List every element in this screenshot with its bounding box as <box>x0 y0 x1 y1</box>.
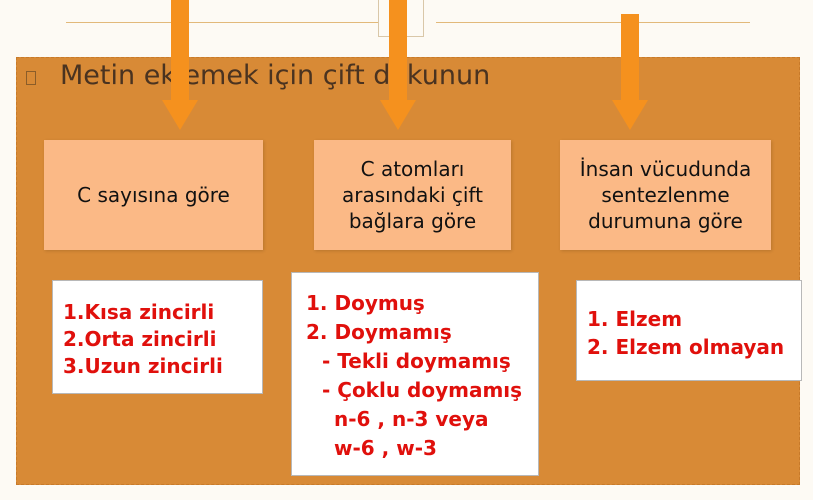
list-item: - Çoklu doymamış <box>322 378 523 402</box>
category-line: İnsan vücudunda <box>579 157 752 181</box>
category-line: C sayısına göre <box>77 183 230 207</box>
arrow-down-icon[interactable] <box>380 0 416 132</box>
category-box-synthesis[interactable]: İnsan vücudunda sentezlenme durumuna gör… <box>560 140 771 250</box>
list-item: 2. Elzem olmayan <box>587 335 785 359</box>
list-item: w-6 , w-3 <box>334 436 437 460</box>
top-right-rule <box>436 22 750 23</box>
list-item: 1. Elzem <box>587 307 683 331</box>
square-bullet-icon <box>26 71 36 85</box>
category-line: sentezlenme <box>601 183 730 207</box>
category-line: C atomları <box>360 157 465 181</box>
category-line: arasındaki çift <box>342 183 483 207</box>
arrow-down-icon[interactable] <box>612 14 648 132</box>
placeholder-prompt[interactable]: Metin eklemek için çift dokunun <box>60 60 491 91</box>
list-item: 2.Orta zincirli <box>63 327 217 351</box>
list-box-essential[interactable]: 1. Elzem 2. Elzem olmayan <box>576 280 802 381</box>
list-item: 1.Kısa zincirli <box>63 300 215 324</box>
top-left-rule <box>66 22 378 23</box>
arrow-down-icon[interactable] <box>162 0 198 132</box>
list-box-saturation[interactable]: 1. Doymuş 2. Doymamış - Tekli doymamış -… <box>291 272 539 476</box>
category-line: durumuna göre <box>588 209 743 233</box>
list-item: 3.Uzun zincirli <box>63 354 223 378</box>
category-box-carbon-count[interactable]: C sayısına göre <box>44 140 263 250</box>
category-box-double-bonds[interactable]: C atomları arasındaki çift bağlara göre <box>314 140 511 250</box>
list-item: 2. Doymamış <box>306 320 452 344</box>
list-item: n-6 , n-3 veya <box>334 407 489 431</box>
list-item: - Tekli doymamış <box>322 349 511 373</box>
list-box-chain-length[interactable]: 1.Kısa zincirli 2.Orta zincirli 3.Uzun z… <box>52 280 263 394</box>
category-line: bağlara göre <box>348 209 477 233</box>
list-item: 1. Doymuş <box>306 291 425 315</box>
